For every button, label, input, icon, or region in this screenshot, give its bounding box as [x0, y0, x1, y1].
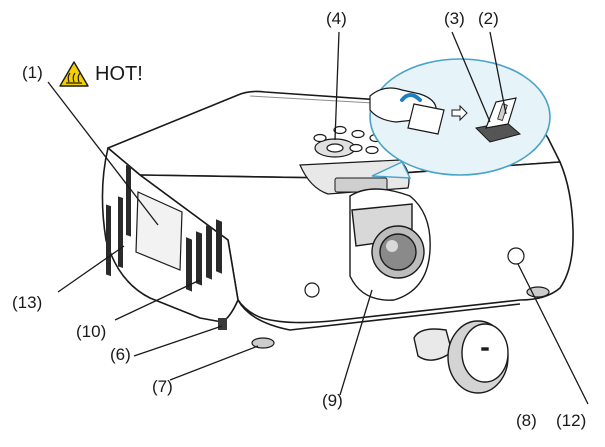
- label-10: (10): [76, 322, 107, 341]
- security-slot: [218, 318, 227, 330]
- label-12: (12): [556, 411, 587, 430]
- callout-bubble: [369, 58, 551, 179]
- label-3: (3): [444, 9, 465, 28]
- lens-cap: [413, 320, 509, 394]
- label-6: (6): [110, 345, 131, 364]
- label-8: (8): [516, 411, 537, 430]
- label-4: (4): [326, 9, 347, 28]
- label-13: (13): [12, 293, 43, 312]
- lens-assembly: [349, 188, 431, 301]
- hot-warning-text: HOT!: [95, 63, 143, 85]
- side-vents: [106, 164, 222, 292]
- label-1: (1): [22, 63, 43, 82]
- front-remote-receiver: [304, 282, 320, 298]
- right-arrow-icon: [451, 104, 468, 122]
- label-7: (7): [152, 377, 173, 396]
- label-9: (9): [322, 391, 343, 410]
- leader-lines: [47, 31, 589, 405]
- hot-surface-warning-icon: [59, 61, 89, 87]
- rear-remote-receiver: [507, 247, 525, 265]
- label-2: (2): [478, 9, 499, 28]
